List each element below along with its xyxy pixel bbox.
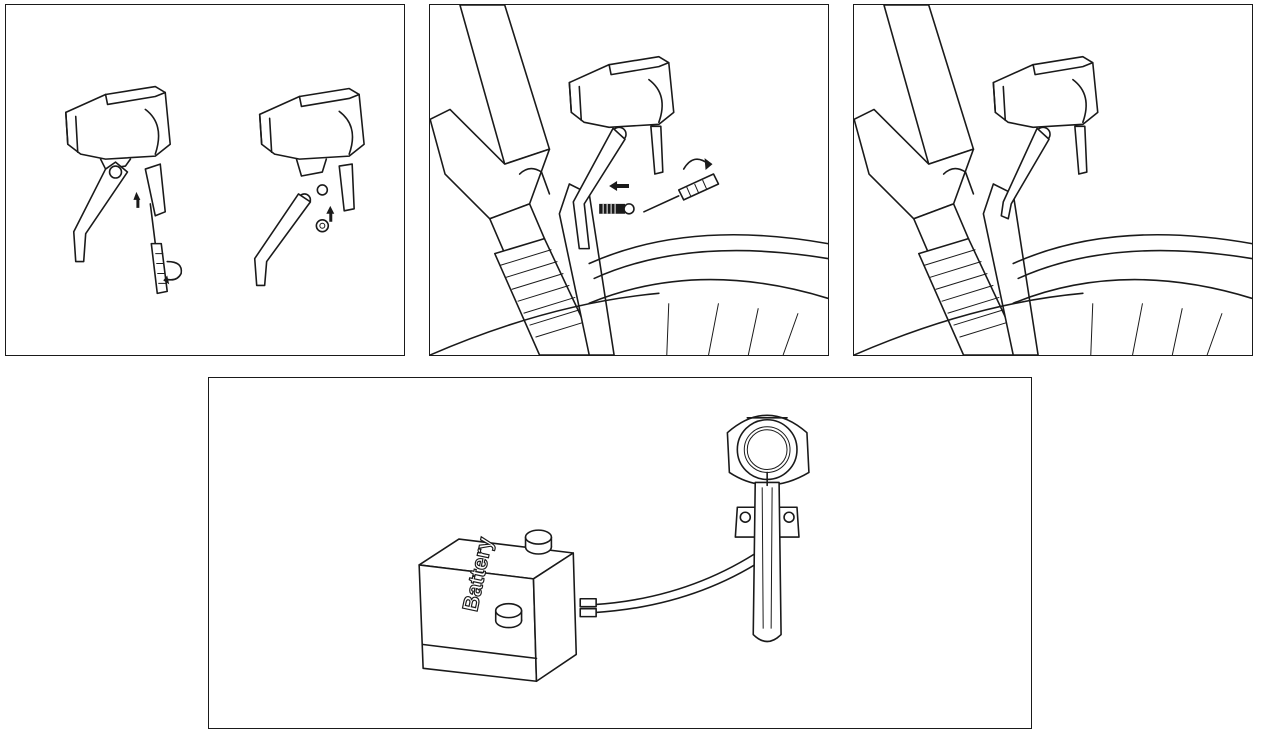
mudguard [1012, 233, 1252, 305]
headlight-rear-view [726, 414, 810, 643]
panel-step-4: Battery [208, 377, 1032, 729]
wires [579, 548, 768, 618]
arrow-up-icon-2 [326, 205, 335, 222]
wheel-spokes [430, 292, 799, 355]
fork-tube [430, 5, 600, 355]
panel-step-2 [429, 4, 829, 356]
rotate-arrow-icon [163, 260, 183, 285]
screwdriver-icon [643, 173, 720, 213]
step-4-illustration: Battery [418, 414, 810, 683]
battery: Battery [418, 529, 578, 683]
headlight [992, 55, 1099, 175]
bracket [572, 126, 627, 250]
step-2-illustration [430, 5, 828, 355]
mudguard [588, 233, 828, 305]
fork-tube [854, 5, 1024, 355]
bolt-icon [599, 203, 635, 215]
rotate-arrow-icon [682, 158, 713, 171]
panel-step-3 [853, 4, 1253, 356]
arrow-left-icon [609, 180, 629, 191]
screwdriver-icon [149, 203, 169, 295]
clamp-right [338, 163, 355, 212]
bracket-left [72, 161, 129, 263]
bracket-right [253, 193, 312, 287]
wheel-spokes [854, 292, 1223, 355]
step-1-illustration [65, 85, 365, 295]
headlight-right [258, 87, 365, 177]
panel-step-1 [5, 4, 405, 356]
bracket [1000, 126, 1051, 220]
headlight [568, 55, 675, 175]
nut-icon [315, 184, 330, 233]
clamp-left [144, 163, 167, 217]
headlight-left [65, 85, 171, 170]
arrow-up-icon [133, 191, 141, 208]
step-3-illustration [854, 5, 1252, 355]
